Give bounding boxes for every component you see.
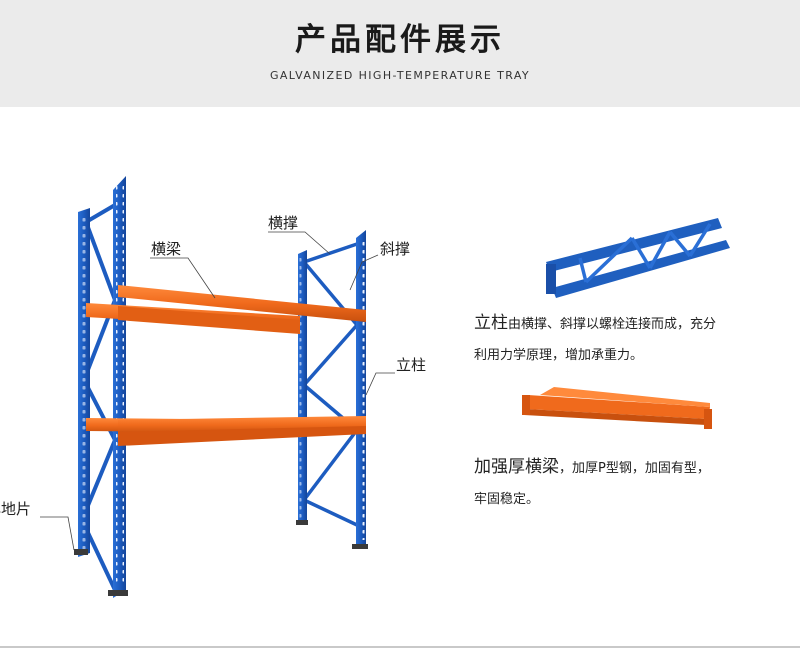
page-title: 产品配件展示 <box>295 22 505 58</box>
left-frame <box>74 176 128 598</box>
label-diagonal-brace: 斜撑 <box>380 240 411 258</box>
feature-beam: 加强厚横梁，加厚P型钢，加固有型， 牢固稳定。 <box>474 452 794 515</box>
label-foot-plate: 焊地片 <box>0 500 32 518</box>
right-frame <box>296 230 368 549</box>
feature-beam-lead: 加强厚横梁 <box>474 457 559 477</box>
feature-upright-line1: 由横撑、斜撑以螺栓连接而成，充分 <box>508 317 717 332</box>
upright-frame-thumbnail <box>546 218 730 298</box>
beam-thumbnail <box>522 387 712 429</box>
pallet-rack-illustration <box>40 176 395 598</box>
page-subtitle: GALVANIZED HIGH-TEMPERATURE TRAY <box>269 69 531 82</box>
feature-beam-line2: 牢固稳定。 <box>474 492 540 507</box>
label-cross-brace: 横撑 <box>268 214 299 232</box>
page-header: 产品配件展示 GALVANIZED HIGH-TEMPERATURE TRAY <box>0 0 800 107</box>
feature-upright: 立柱由横撑、斜撑以螺栓连接而成，充分 利用力学原理，增加承重力。 <box>474 308 794 371</box>
feature-upright-line2: 利用力学原理，增加承重力。 <box>474 348 644 363</box>
feature-beam-line1: ，加厚P型钢，加固有型， <box>559 461 710 476</box>
bottom-divider <box>0 646 800 648</box>
label-upright: 立柱 <box>396 356 427 374</box>
feature-upright-lead: 立柱 <box>474 313 508 333</box>
beams <box>86 285 366 446</box>
label-beam: 横梁 <box>151 240 182 258</box>
